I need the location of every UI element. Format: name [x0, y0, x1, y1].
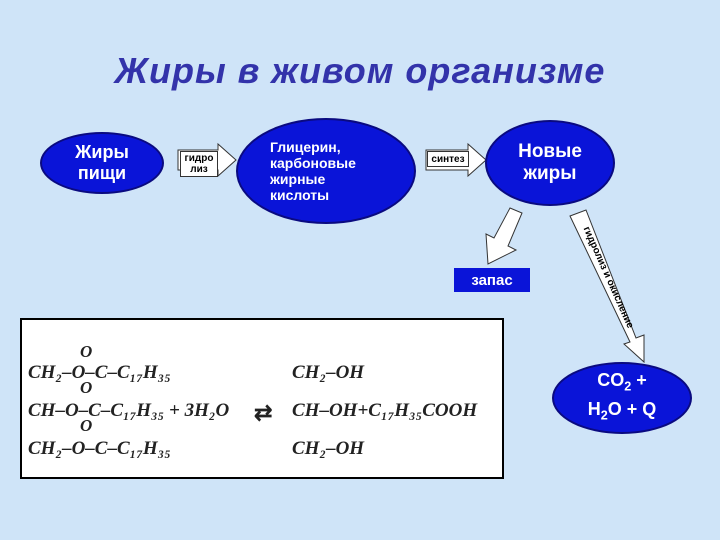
glycerol-acids-node: Глицерин, карбоновые жирные кислоты	[236, 118, 416, 224]
carbonyl-o-3: O	[80, 416, 93, 435]
hydrolysis-equation: O O O CH₂–O–C–C₁₇H₃₅ CH–O–C–C₁₇H₃₅ + 3H₂…	[20, 318, 504, 479]
plus-text: +	[631, 370, 647, 391]
products-node: CO2 + H2O + Q	[552, 362, 692, 434]
equation-row-1-left: CH₂–O–C–C₁₇H₃₅	[28, 362, 171, 383]
oxidation-arrow	[569, 209, 645, 364]
h2o-subscript: 2	[600, 408, 608, 423]
equilibrium-arrow: ⇄	[254, 400, 273, 425]
o-q-text: O + Q	[607, 399, 657, 419]
slide-title: Жиры в живом организме	[114, 50, 606, 91]
equation-row-3-left: CH₂–O–C–C₁₇H₃₅	[28, 438, 171, 459]
glycerol-acids-label: Глицерин, карбоновые жирные кислоты	[270, 139, 356, 203]
food-fats-label: Жиры пищи	[75, 142, 129, 183]
new-fats-label: Новые жиры	[518, 141, 582, 184]
co2-text: CO	[597, 370, 625, 391]
food-fats-node: Жиры пищи	[40, 132, 164, 194]
carbonyl-o-1: O	[80, 342, 93, 361]
co2-subscript: 2	[624, 380, 632, 394]
equation-row-2-right: CH–OH+C₁₇H₃₅COOH	[292, 400, 478, 421]
h-text: H	[587, 399, 601, 419]
reserve-arrow	[485, 207, 523, 265]
new-fats-node: Новые жиры	[485, 120, 615, 206]
reserve-box: запас	[454, 268, 530, 292]
products-label: CO2 + H2O + Q	[588, 369, 657, 426]
equation-row-1-right: CH₂–OH	[292, 362, 365, 383]
equation-row-2-left: CH–O–C–C₁₇H₃₅ + 3H₂O	[28, 400, 230, 421]
synthesis-label: синтез	[427, 151, 469, 167]
hydrolysis-label: гидро лиз	[180, 151, 218, 177]
equation-row-3-right: CH₂–OH	[292, 438, 365, 459]
carbonyl-o-2: O	[80, 378, 93, 397]
